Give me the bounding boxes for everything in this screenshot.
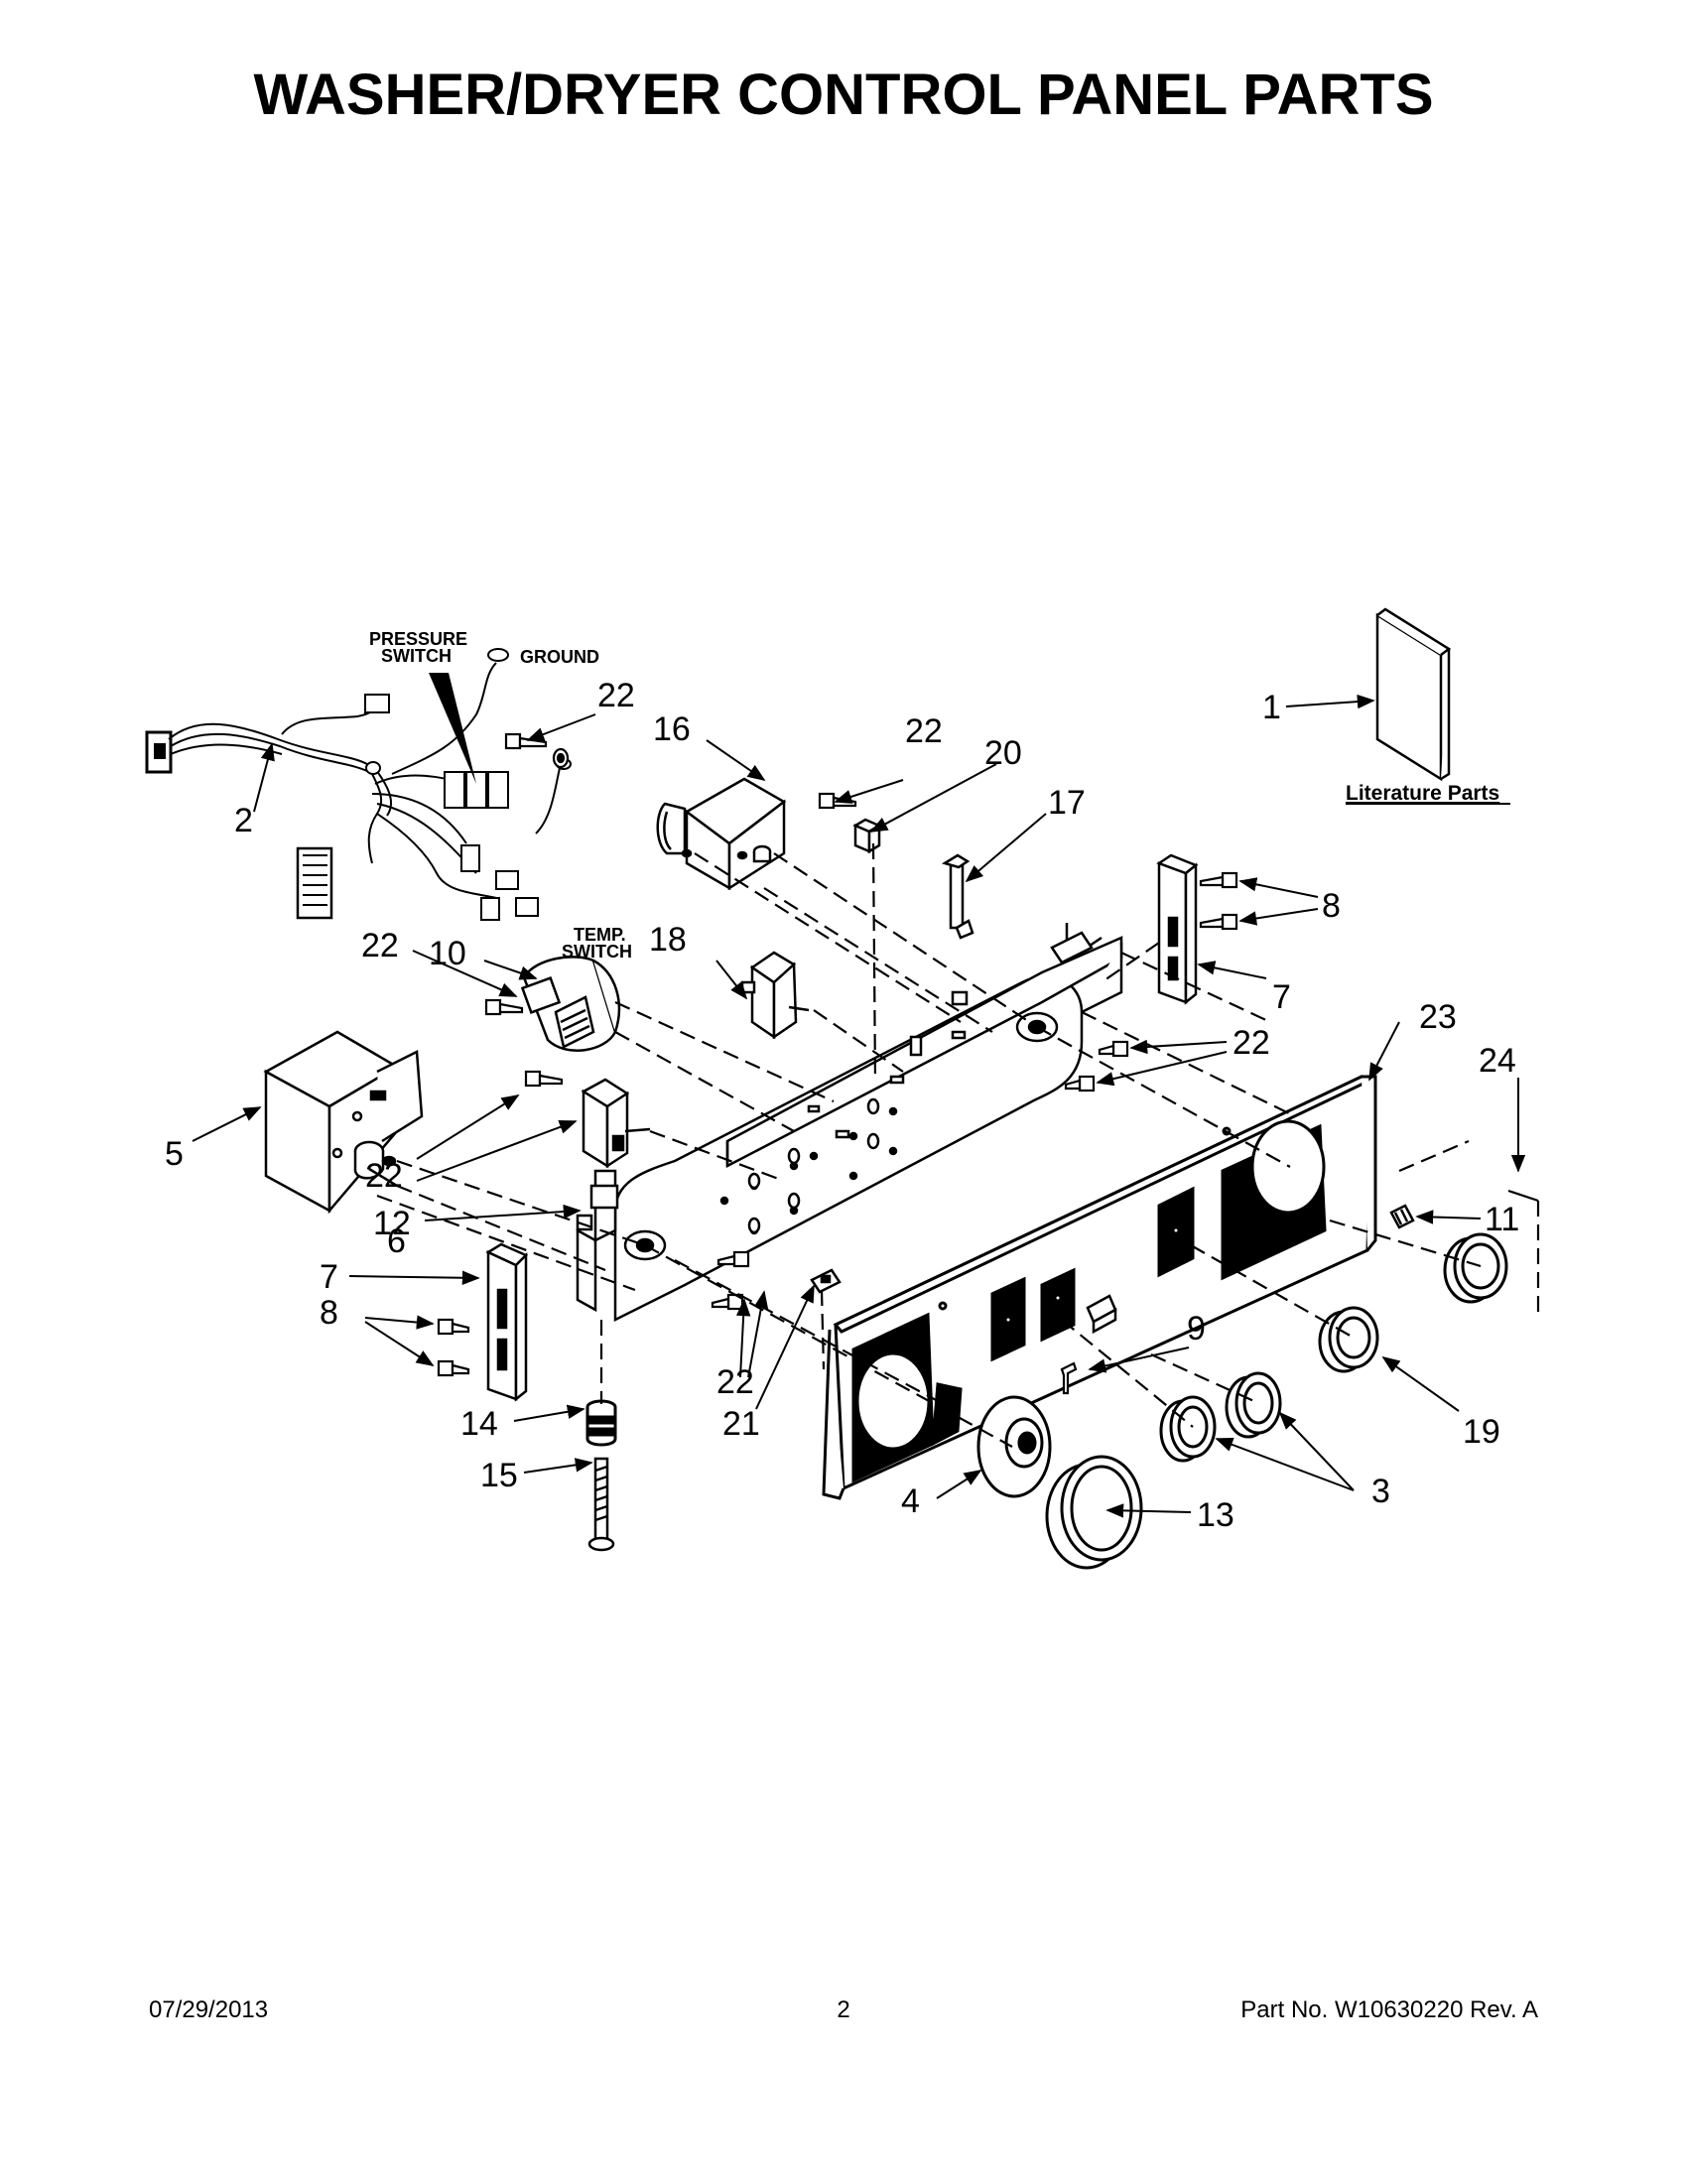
knob-3b: [1225, 1371, 1282, 1439]
bracket-24: [1507, 1189, 1539, 1203]
pressure-switch-label-line2: SWITCH: [381, 646, 452, 666]
temp-switch-label-line1: TEMP.: [574, 925, 626, 945]
callout-15: 15: [480, 1457, 518, 1494]
side-trim-left: [485, 1242, 529, 1402]
callout-11: 11: [1485, 1201, 1519, 1238]
pressure-switch-label-line1: PRESSURE: [369, 629, 467, 649]
callout-22-left: 22: [361, 927, 399, 964]
screws: [437, 732, 1238, 1395]
left-end-bracket: [576, 1169, 619, 1313]
footer-date: 07/29/2013: [149, 1996, 269, 2023]
knob-19: [1318, 1306, 1379, 1373]
rotary-switch: [740, 951, 810, 1040]
callout-10: 10: [429, 935, 466, 972]
temp-switch-label-line2: SWITCH: [562, 942, 632, 962]
grommet-14: [585, 1399, 617, 1447]
callout-20: 20: [984, 734, 1022, 772]
callout-22-top-mid: 22: [905, 712, 943, 750]
footer-page-number: 2: [837, 1996, 850, 2023]
switch-9: [1086, 1294, 1117, 1335]
callout-7-left: 7: [320, 1258, 338, 1296]
callout-7-right: 7: [1272, 978, 1291, 1016]
motor-timer: [656, 777, 787, 891]
page-title: WASHER/DRYER CONTROL PANEL PARTS: [253, 63, 1434, 127]
selector-switch: [581, 1078, 651, 1169]
relay-20: [852, 818, 882, 854]
knob-24: [1443, 1232, 1508, 1304]
pressure-switch-pointer: [429, 673, 476, 784]
callout-16: 16: [653, 710, 691, 748]
clip-11: [1389, 1204, 1415, 1229]
callout-6: 6: [387, 1222, 406, 1260]
callout-17: 17: [1048, 784, 1086, 822]
callout-5: 5: [165, 1135, 184, 1173]
callout-12: 12: [373, 1205, 411, 1242]
literature-parts-label: Literature Parts: [1346, 782, 1499, 805]
callout-18: 18: [649, 921, 687, 959]
assembly-lines: [376, 842, 1540, 1448]
callout-21: 21: [722, 1405, 760, 1443]
callout-8-left: 8: [320, 1294, 338, 1332]
knob-3a: [1159, 1395, 1217, 1463]
callout-22-top-left: 22: [597, 677, 635, 714]
wire-harness: [145, 648, 572, 921]
callout-19: 19: [1463, 1413, 1500, 1451]
clip-21: [810, 1268, 842, 1294]
callout-14: 14: [460, 1405, 498, 1443]
ground-label: GROUND: [520, 647, 599, 667]
knob-13: [1045, 1455, 1143, 1570]
callout-8-right: 8: [1322, 887, 1341, 925]
leader-arrows: [192, 694, 1526, 1518]
callout-3: 3: [1371, 1473, 1390, 1510]
callout-22-right: 22: [1233, 1024, 1270, 1062]
footer-part-number: Part No. W10630220 Rev. A: [1240, 1996, 1538, 2023]
screw-15: [587, 1457, 615, 1552]
literature-parts-booklet: [1375, 607, 1452, 782]
callout-1: 1: [1262, 689, 1281, 726]
callout-2: 2: [234, 802, 253, 839]
side-trim-right: [1156, 853, 1199, 1005]
callout-22-left-mid: 22: [365, 1157, 403, 1195]
control-panel: [822, 1075, 1377, 1500]
bracket-17: [941, 853, 974, 940]
callout-13: 13: [1197, 1496, 1234, 1534]
temp-switch: [520, 956, 621, 1052]
callout-24: 24: [1479, 1042, 1516, 1080]
skirt-4: [976, 1395, 1052, 1498]
callout-9: 9: [1187, 1310, 1206, 1348]
callout-23: 23: [1419, 998, 1457, 1036]
callout-4: 4: [901, 1482, 920, 1520]
callout-22-bottom: 22: [716, 1363, 754, 1401]
timer-module: [263, 1030, 424, 1215]
